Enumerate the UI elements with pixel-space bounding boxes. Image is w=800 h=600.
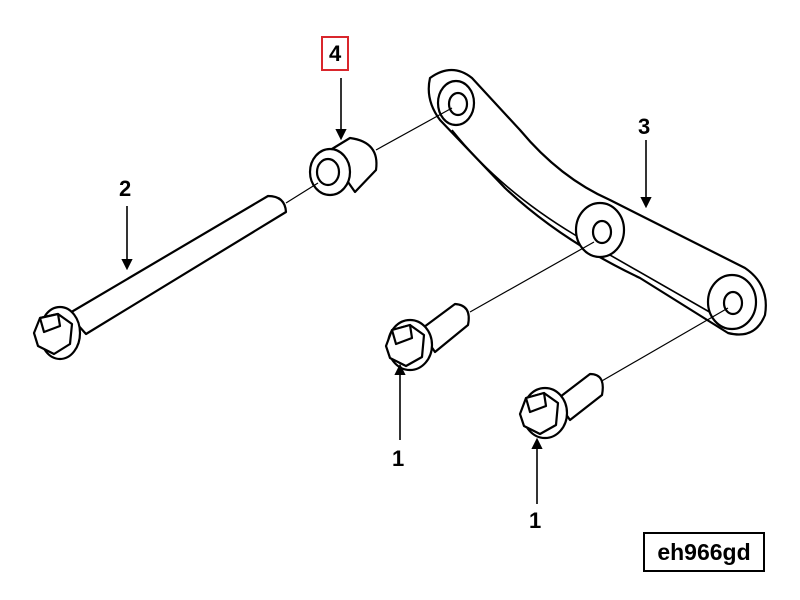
bracket [427,68,767,336]
callout-3: 3 [638,114,651,139]
spacer [308,107,453,197]
leader-arrows [121,78,652,504]
callout-4: 4 [321,36,350,71]
callout-1a: 1 [392,446,405,471]
callout-1b: 1 [529,508,542,533]
bolt-1a [384,241,595,372]
long-bolt [32,182,319,361]
reference-code: eh966gd [643,532,765,572]
bolt-1b [518,307,729,440]
callout-2: 2 [119,176,132,201]
